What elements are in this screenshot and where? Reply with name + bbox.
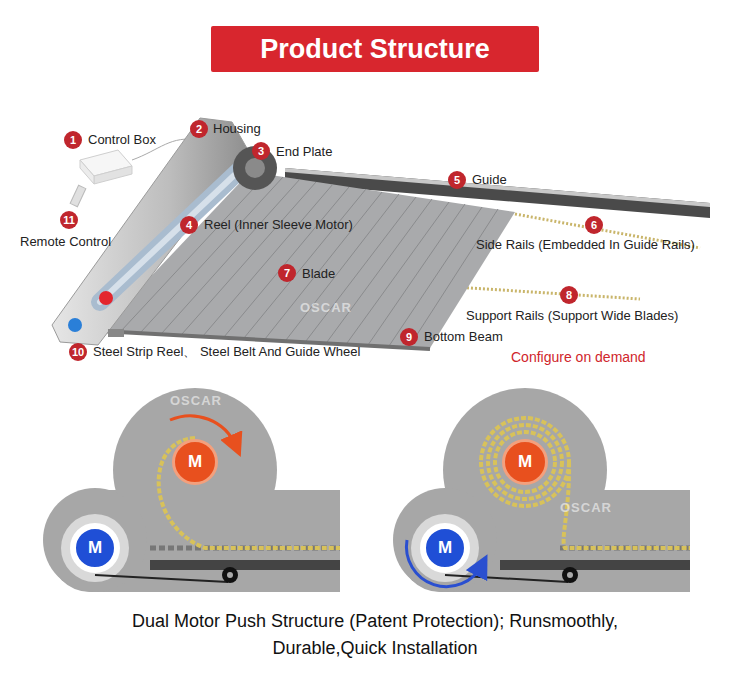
motor-label: M <box>518 452 532 472</box>
part-label: Reel (Inner Sleeve Motor) <box>204 217 353 233</box>
part-label: Bottom Beam <box>424 329 503 345</box>
part-label: Housing <box>213 121 261 137</box>
watermark: OSCAR <box>170 393 222 408</box>
callout-number: 1 <box>64 131 82 149</box>
motor-label: M <box>88 538 102 558</box>
motor-label: M <box>438 538 452 558</box>
callout-number: 4 <box>180 216 198 234</box>
motor-circle: M <box>502 439 548 485</box>
watermark: OSCAR <box>560 500 612 515</box>
part-label: Guide <box>472 172 507 188</box>
callout-number: 5 <box>448 171 466 189</box>
part-label: Blade <box>302 266 335 282</box>
part-label: Control Box <box>88 132 156 148</box>
part-label: End Plate <box>276 144 332 160</box>
callout-number: 6 <box>585 216 603 234</box>
note-text: Configure on demand <box>511 349 646 365</box>
callout-number: 8 <box>560 286 578 304</box>
part-label: Steel Strip Reel、 Steel Belt And Guide W… <box>93 344 360 360</box>
caption-text: Dual Motor Push Structure (Patent Protec… <box>75 608 675 662</box>
callout-number: 10 <box>69 343 87 361</box>
part-label: Remote Control <box>20 234 111 250</box>
motor-circle: M <box>420 523 470 573</box>
motor-circle: M <box>172 439 218 485</box>
callout-number: 7 <box>278 264 296 282</box>
callout-number: 3 <box>252 142 270 160</box>
title-text: Product Structure <box>260 34 490 65</box>
watermark: OSCAR <box>300 300 352 315</box>
title-banner: Product Structure <box>211 26 539 72</box>
part-label: Side Rails (Embedded In Guide Rails) <box>476 237 695 253</box>
motor-label: M <box>188 452 202 472</box>
part-label: Support Rails (Support Wide Blades) <box>466 308 678 324</box>
motor-circle: M <box>70 523 120 573</box>
callout-number: 2 <box>190 120 208 138</box>
callout-number: 9 <box>400 328 418 346</box>
callout-number: 11 <box>60 211 78 229</box>
